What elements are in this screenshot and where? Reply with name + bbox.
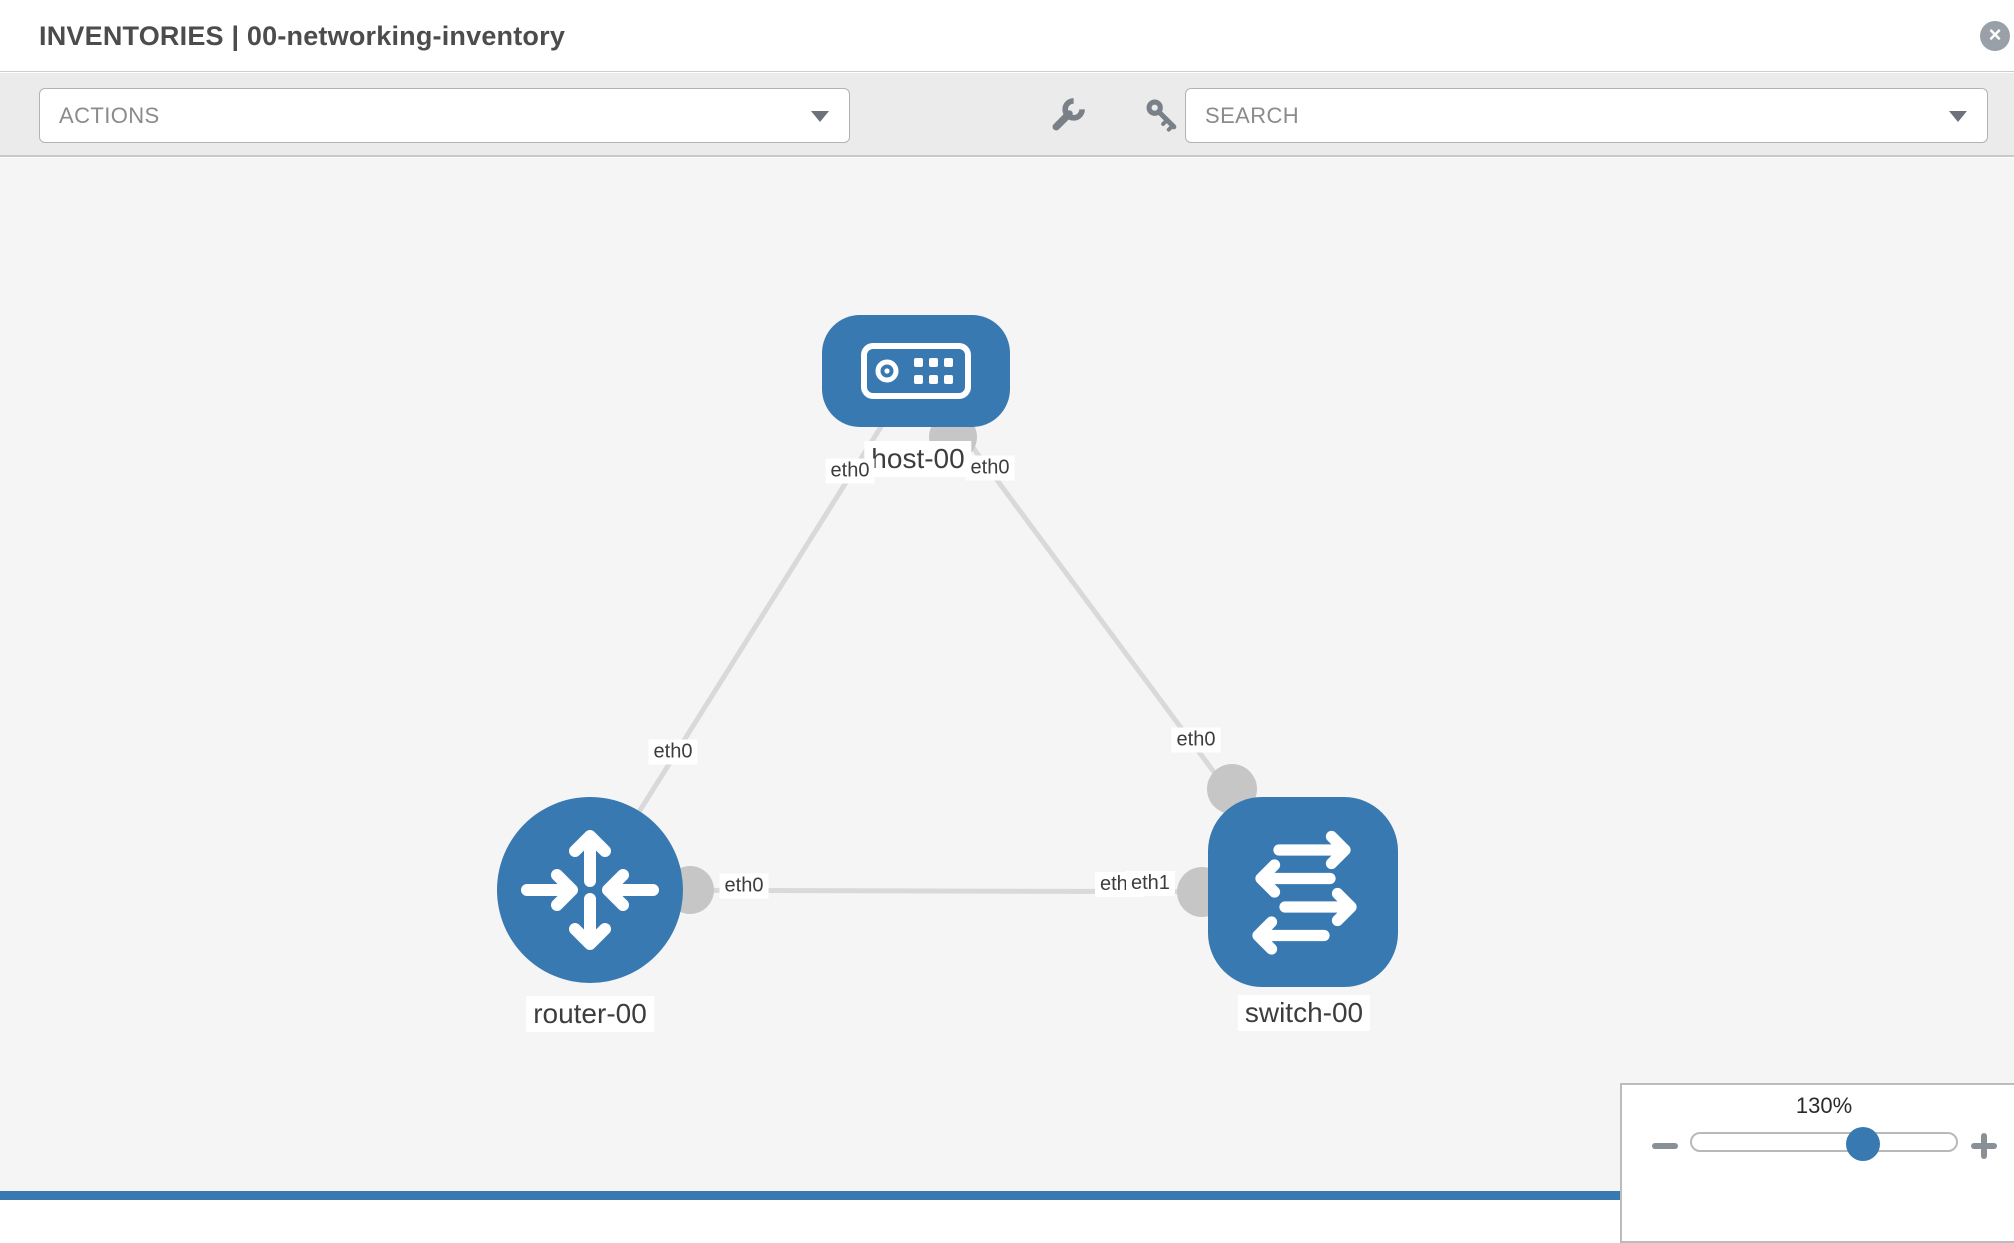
page-header: INVENTORIES | 00-networking-inventory ×: [0, 0, 2014, 72]
key-icon[interactable]: [1144, 97, 1180, 133]
interface-label-host-left: eth0: [825, 458, 875, 484]
toolbar-icons: [1050, 73, 1180, 157]
zoom-panel: 130%: [1620, 1083, 2014, 1243]
chevron-down-icon: [811, 110, 829, 122]
search-dropdown-label: SEARCH: [1205, 102, 1300, 128]
toolbar: ACTIONS SEARCH: [0, 73, 2014, 157]
zoom-slider[interactable]: [1690, 1132, 1958, 1152]
node-label-router: router-00: [526, 996, 654, 1032]
zoom-out-icon: [1652, 1143, 1678, 1149]
node-host-00[interactable]: [822, 315, 1010, 427]
close-icon: ×: [1988, 22, 2002, 47]
page-title: INVENTORIES | 00-networking-inventory: [39, 20, 566, 51]
close-button[interactable]: ×: [1980, 21, 2010, 51]
actions-dropdown-label: ACTIONS: [59, 102, 160, 128]
switch-icon: [1252, 830, 1357, 955]
host-icon: [861, 343, 971, 399]
zoom-in-button[interactable]: [1969, 1131, 1999, 1161]
interface-label-host-right: eth0: [965, 455, 1015, 481]
actions-dropdown[interactable]: ACTIONS: [39, 88, 850, 143]
node-switch-00[interactable]: [1208, 797, 1398, 987]
interface-label-mid-router-side: eth0: [719, 873, 769, 899]
node-label-switch: switch-00: [1237, 995, 1371, 1031]
interface-label-mid-switch-side: eth1: [1126, 871, 1175, 896]
interface-label-router-top: eth0: [648, 739, 698, 765]
zoom-slider-knob[interactable]: [1846, 1127, 1880, 1161]
interface-label-switch-top: eth0: [1171, 727, 1221, 753]
zoom-out-button[interactable]: [1650, 1131, 1680, 1161]
link-host-router: [587, 369, 919, 892]
wrench-icon[interactable]: [1050, 97, 1086, 133]
search-dropdown[interactable]: SEARCH: [1185, 88, 1988, 143]
topology-canvas[interactable]: host-00 router-00 switch-00 eth0 eth0 et…: [0, 158, 2014, 1243]
zoom-level: 130%: [1795, 1093, 1853, 1118]
node-router-00[interactable]: [497, 797, 683, 983]
bottom-blue-strip: [0, 1191, 1640, 1200]
chevron-down-icon: [1949, 110, 1967, 122]
router-icon: [521, 830, 659, 950]
node-label-host: host-00: [864, 441, 972, 477]
topology-links-layer: [587, 369, 1306, 917]
